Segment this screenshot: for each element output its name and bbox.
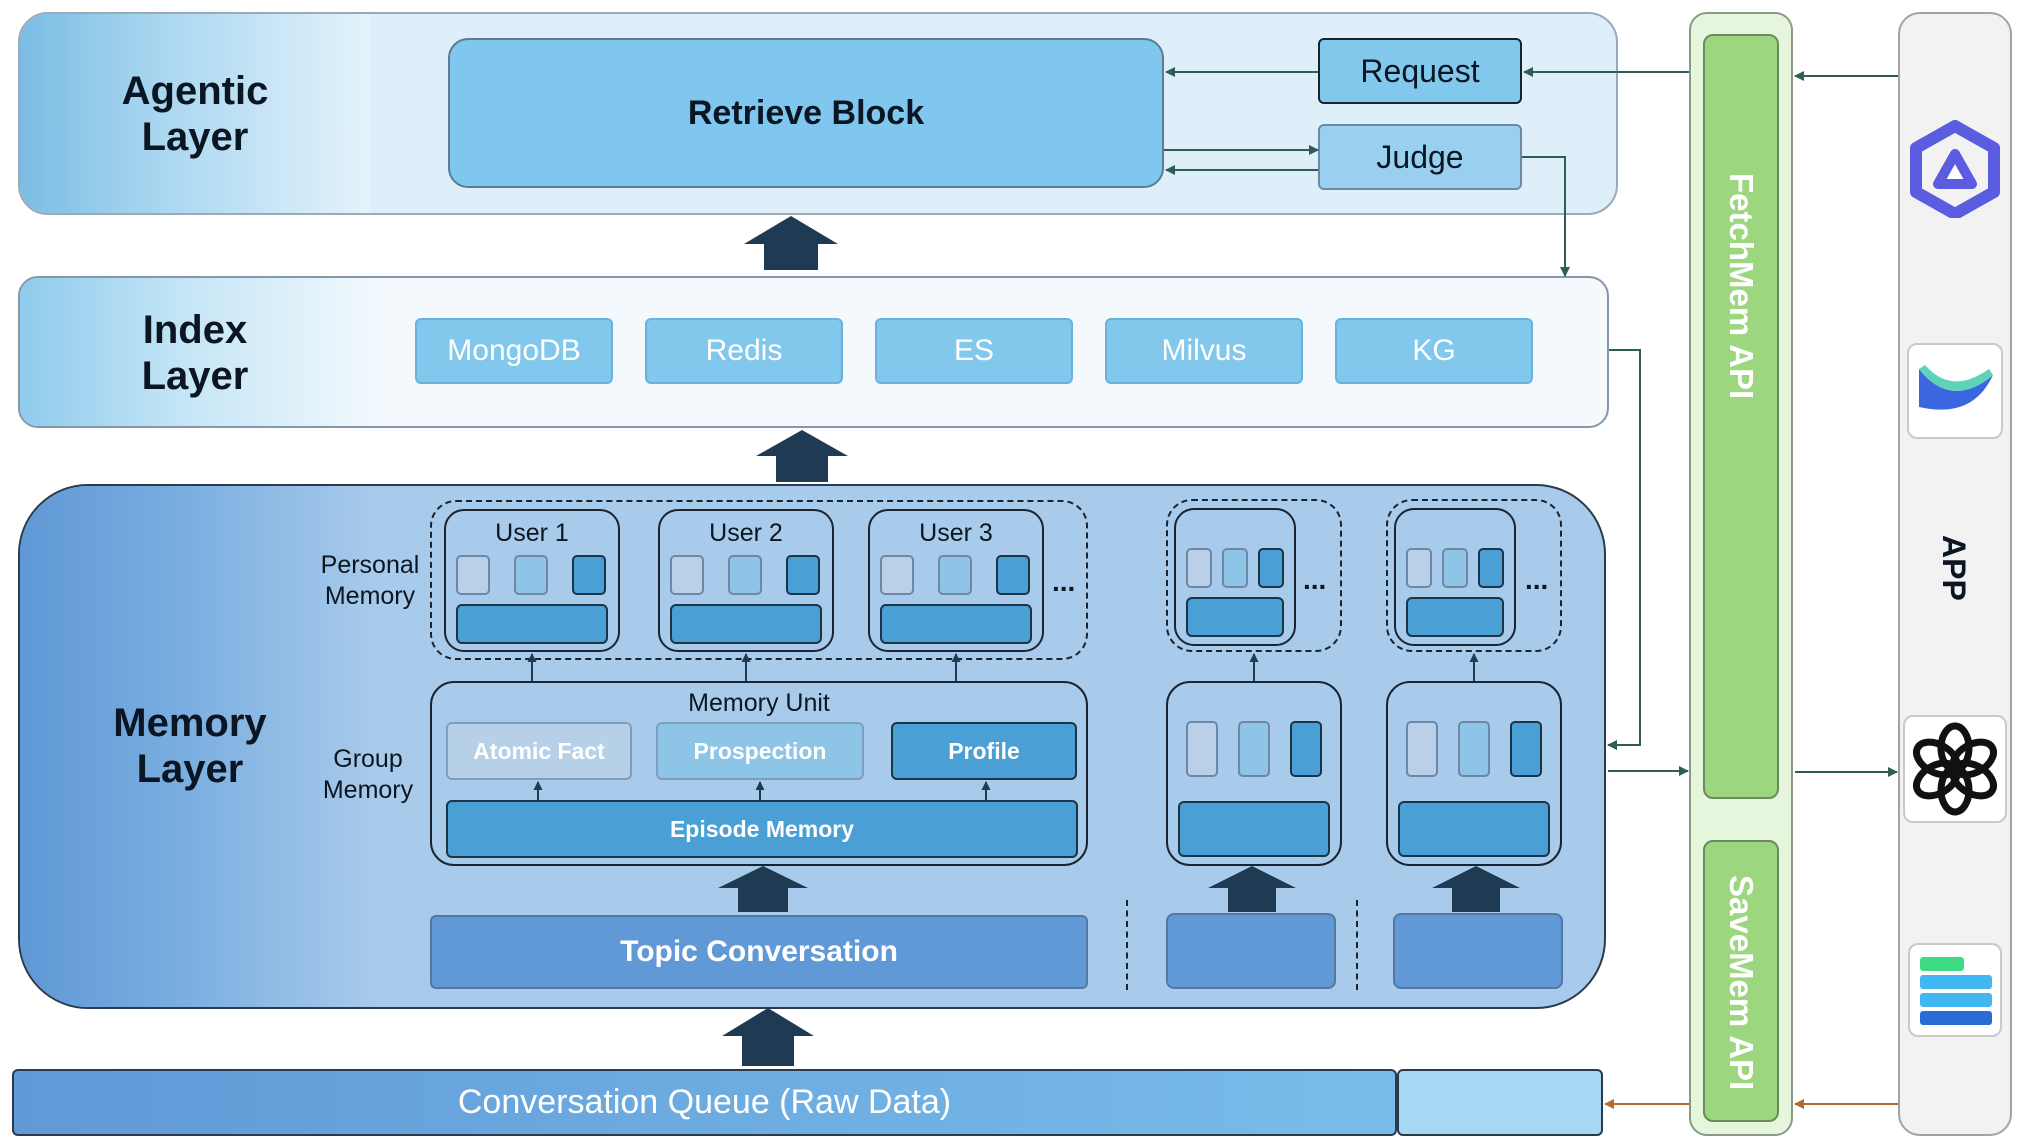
- index-layer-title: Index Layer: [141, 308, 249, 398]
- atomic-fact-box[interactable]: Atomic Fact: [446, 722, 632, 780]
- prospection-box[interactable]: Prospection: [656, 722, 864, 780]
- memory-layer-title: Memory Layer: [113, 701, 267, 791]
- kimi-icon[interactable]: [1907, 343, 2003, 439]
- agentic-layer-title: Agentic Layer: [121, 69, 269, 159]
- user-label-1: User 1: [495, 519, 569, 547]
- personal-memory-label: Personal Memory: [320, 551, 420, 610]
- memory-bar: [456, 604, 608, 644]
- memory-bar: [1398, 801, 1550, 857]
- memory-slot: [996, 555, 1030, 595]
- memory-slot: [938, 555, 972, 595]
- user-label-2: User 2: [709, 519, 783, 547]
- memory-slot: [1238, 721, 1270, 777]
- big-up-arrow-queue-to-memory: [722, 1008, 814, 1066]
- memory-bar: [1186, 597, 1284, 637]
- memory-slot: [1290, 721, 1322, 777]
- memory-slot: [1186, 548, 1212, 588]
- request-box[interactable]: Request: [1318, 38, 1522, 104]
- memory-slot: [1510, 721, 1542, 777]
- request-label: Request: [1360, 52, 1480, 89]
- memory-slot: [1222, 548, 1248, 588]
- ellipsis-group-3: ...: [1525, 564, 1549, 595]
- topic-conversation-box-3[interactable]: [1393, 913, 1563, 989]
- user-card-3[interactable]: User 3: [868, 509, 1044, 652]
- user-card-2[interactable]: User 2: [658, 509, 834, 652]
- memory-slot: [728, 555, 762, 595]
- episode-memory-box[interactable]: Episode Memory: [446, 800, 1078, 858]
- memory-slot: [1258, 548, 1284, 588]
- conversation-queue-label: Conversation Queue (Raw Data): [457, 1083, 952, 1121]
- memory-slot: [786, 555, 820, 595]
- user-card-mini-3[interactable]: [1394, 508, 1516, 646]
- memory-slot: [1478, 548, 1504, 588]
- index-to-memory-arrow: [1607, 349, 1641, 750]
- group-memory-label: Group Memory: [322, 745, 414, 804]
- memory-slot: [456, 555, 490, 595]
- memory-slot: [1186, 721, 1218, 777]
- qwen-icon[interactable]: [1906, 120, 2004, 220]
- memory-unit-mini-3[interactable]: [1386, 681, 1562, 866]
- retrieve-block-label: Retrieve Block: [687, 93, 925, 132]
- retrieve-block[interactable]: Retrieve Block: [448, 38, 1164, 188]
- topic-conversation-box[interactable]: Topic Conversation: [430, 915, 1088, 989]
- topic-conversation-label: Topic Conversation: [620, 935, 898, 968]
- openai-icon[interactable]: [1903, 715, 2007, 823]
- separator-2: [1356, 900, 1358, 990]
- memory-bar: [670, 604, 822, 644]
- personal-memory-group: [430, 500, 1088, 660]
- app-label: APP: [1936, 535, 1972, 601]
- user-card-1[interactable]: User 1: [444, 509, 620, 652]
- ellipsis-main: ...: [1052, 566, 1076, 597]
- personal-memory-group-3: [1386, 499, 1562, 652]
- store-kg[interactable]: KG: [1335, 318, 1533, 384]
- memory-unit-title: Memory Unit: [688, 689, 830, 717]
- separator-1: [1126, 900, 1128, 990]
- conversation-queue[interactable]: Conversation Queue (Raw Data): [12, 1069, 1397, 1136]
- memory-slot: [1458, 721, 1490, 777]
- savemem-api[interactable]: SaveMem API: [1703, 840, 1779, 1122]
- big-up-arrow-index-to-agentic: [744, 216, 838, 270]
- memory-bar: [1178, 801, 1330, 857]
- big-up-arrow-topic3: [1432, 866, 1520, 912]
- memory-slot: [1406, 721, 1438, 777]
- big-up-arrow-topic2: [1208, 866, 1296, 912]
- agentic-layer-gradient: [20, 14, 370, 213]
- memory-layer-gradient: [20, 486, 380, 1007]
- topic-conversation-box-2[interactable]: [1166, 913, 1336, 989]
- memory-unit-mini-2[interactable]: [1166, 681, 1342, 866]
- fetchmem-api[interactable]: FetchMem API: [1703, 34, 1779, 799]
- memory-slot: [880, 555, 914, 595]
- judge-to-index-arrow: [1522, 156, 1570, 277]
- memory-slot: [514, 555, 548, 595]
- conversation-queue-tail: [1397, 1069, 1603, 1136]
- index-layer-gradient: [20, 278, 380, 426]
- user-card-mini-2[interactable]: [1174, 508, 1296, 646]
- memory-slot: [572, 555, 606, 595]
- memory-bar: [1406, 597, 1504, 637]
- big-up-arrow-topic-to-unit: [718, 866, 808, 912]
- store-milvus[interactable]: Milvus: [1105, 318, 1303, 384]
- memory-slot: [1406, 548, 1432, 588]
- store-redis[interactable]: Redis: [645, 318, 843, 384]
- memory-slot: [670, 555, 704, 595]
- feishu-icon[interactable]: [1908, 943, 2002, 1037]
- judge-label: Judge: [1376, 138, 1464, 175]
- ellipsis-group-2: ...: [1303, 564, 1327, 595]
- profile-box[interactable]: Profile: [891, 722, 1077, 780]
- big-up-arrow-memory-to-index: [756, 430, 848, 482]
- store-mongodb[interactable]: MongoDB: [415, 318, 613, 384]
- memory-slot: [1442, 548, 1468, 588]
- personal-memory-group-2: [1166, 499, 1342, 652]
- user-label-3: User 3: [919, 519, 993, 547]
- store-es[interactable]: ES: [875, 318, 1073, 384]
- judge-box[interactable]: Judge: [1318, 124, 1522, 190]
- fetchmem-api-label: FetchMem API: [1723, 172, 1760, 400]
- memory-bar: [880, 604, 1032, 644]
- savemem-api-label: SaveMem API: [1723, 875, 1760, 1091]
